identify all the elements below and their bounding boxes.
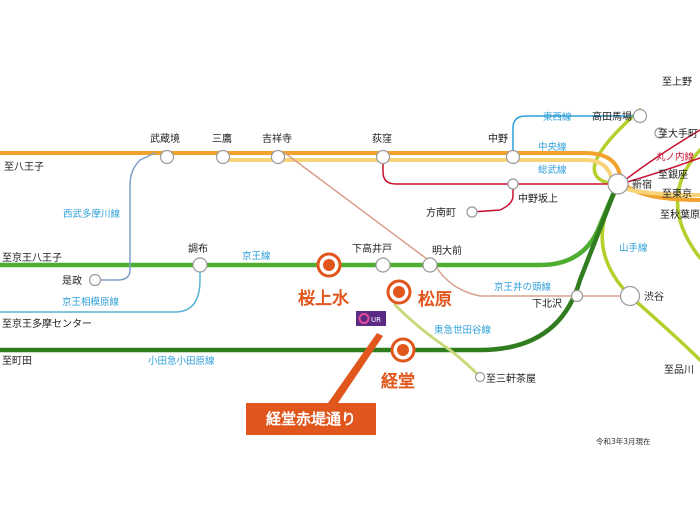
label-shinagawa: 至品川 — [664, 364, 694, 376]
label-shimokitazawa: 下北沢 — [532, 297, 562, 310]
station-marker-nakanosakaue — [507, 178, 519, 190]
station-marker-chofu — [192, 257, 208, 273]
label-otemachi: 至大手町 — [658, 127, 698, 140]
label-hachioji: 至八王子 — [4, 161, 44, 173]
label-shimotakaido: 下高井戸 — [352, 242, 392, 255]
station-marker-shibuya — [619, 285, 641, 307]
station-marker-ogikubo — [375, 149, 391, 165]
label-shibuya: 渋谷 — [644, 290, 664, 303]
ur-logo: UR — [356, 311, 386, 326]
label-ginza: 至銀座 — [658, 168, 688, 181]
date-note: 令和3年3月現在 — [596, 437, 651, 446]
label-line-seibu-tamagawa: 西武多摩川線 — [63, 208, 121, 220]
station-marker-kichijoji — [270, 149, 286, 165]
label-line-marunouchi: 丸ノ内線 — [656, 151, 695, 163]
featured-marker-sakurajosui-dot — [323, 259, 335, 271]
station-marker-takadanobaba — [632, 108, 648, 124]
station-marker-koremasa — [88, 273, 102, 287]
label-akihabara: 至秋葉原 — [660, 208, 700, 221]
label-shinjuku: 新宿 — [632, 178, 652, 191]
label-featured-sakurajosui: 桜上水 — [298, 288, 350, 309]
featured-stations — [316, 252, 416, 363]
station-marker-sangenjaya — [474, 371, 486, 383]
label-takadanobaba: 高田馬場 — [592, 110, 632, 123]
station-labels: 至八王子 武蔵境 三鷹 吉祥寺 荻窪 中野 高田馬場 新宿 至上野 至大手町 至… — [2, 76, 700, 385]
tozai-line — [512, 115, 641, 154]
label-line-inokashira: 京王井の頭線 — [494, 281, 552, 293]
label-ogikubo: 荻窪 — [372, 132, 392, 145]
station-marker-nakano — [505, 149, 521, 165]
line-labels: 東西線 中央線 総武線 丸ノ内線 西武多摩川線 京王線 山手線 京王井の頭線 京… — [62, 111, 695, 367]
label-line-tozai: 東西線 — [543, 111, 572, 123]
label-nakanosakaue: 中野坂上 — [518, 192, 558, 205]
label-line-chuo: 中央線 — [538, 141, 567, 153]
label-line-setagaya: 東急世田谷線 — [434, 324, 492, 336]
station-marker-ueno-junction — [654, 127, 666, 139]
destination-callout: 経堂赤堤通り — [246, 403, 376, 435]
seibu-tamagawa-line — [94, 152, 156, 281]
label-chofu: 調布 — [188, 242, 208, 255]
ur-logo-text: UR — [371, 316, 381, 324]
label-line-sagamihara: 京王相模原線 — [62, 296, 120, 308]
station-marker-shimotakaido — [375, 257, 391, 273]
label-mitaka: 三鷹 — [212, 132, 232, 145]
label-line-sobu: 総武線 — [538, 164, 567, 176]
destination-pointer — [328, 333, 383, 403]
featured-marker-matsubara-dot — [393, 286, 405, 298]
label-nakano: 中野 — [488, 132, 508, 145]
label-featured-matsubara: 松原 — [418, 289, 452, 310]
label-machida: 至町田 — [2, 355, 32, 367]
station-marker-meidaimae — [422, 257, 438, 273]
yamanote-arc — [675, 148, 700, 260]
label-meidaimae: 明大前 — [432, 244, 462, 257]
label-kichijoji: 吉祥寺 — [262, 132, 292, 145]
sagamihara-line — [0, 264, 201, 313]
marunouchi-branch — [471, 183, 514, 213]
label-featured-kyodo: 経堂 — [381, 371, 415, 392]
station-marker-mitaka — [215, 149, 231, 165]
label-sangenjaya: 至三軒茶屋 — [486, 372, 536, 385]
setagaya-line — [393, 303, 482, 379]
rail-lines — [0, 108, 700, 379]
label-line-yamanote: 山手線 — [619, 242, 648, 254]
station-markers — [88, 108, 666, 383]
station-marker-shimokitazawa — [570, 289, 584, 303]
station-marker-honancho — [466, 206, 478, 218]
label-musashisakai: 武蔵境 — [150, 132, 180, 145]
label-line-keio: 京王線 — [242, 250, 271, 262]
label-tokyo: 至東京 — [662, 187, 692, 200]
label-koremasa: 是政 — [62, 274, 82, 287]
station-marker-shinjuku — [607, 173, 629, 195]
label-honancho: 方南町 — [426, 206, 456, 219]
pointer-arrow — [328, 333, 383, 403]
ur-logo-ring — [358, 313, 370, 324]
featured-labels: 桜上水 松原 経堂 — [298, 288, 452, 392]
station-marker-musashisakai — [159, 149, 175, 165]
odakyu-line — [0, 182, 620, 353]
label-ueno: 至上野 — [662, 76, 692, 88]
label-line-odakyu: 小田急小田原線 — [148, 355, 215, 367]
label-keio-hachioji: 至京王八王子 — [2, 251, 62, 264]
label-tama-center: 至京王多摩センター — [2, 317, 92, 330]
featured-marker-kyodo-dot — [397, 344, 409, 356]
